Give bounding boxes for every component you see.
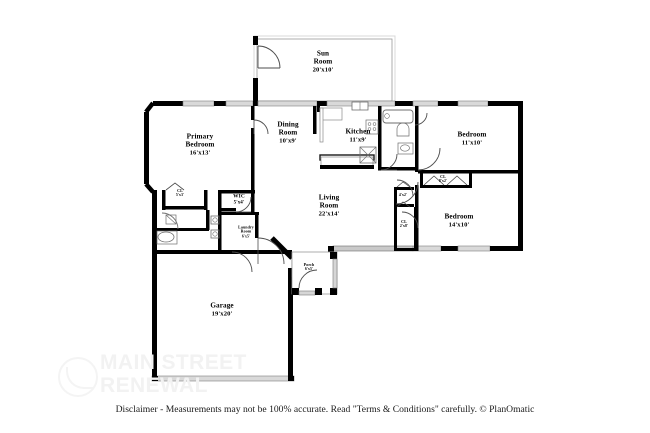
room-name-line2: Room xyxy=(240,228,252,234)
room-label-primary-bedroom: Primary Bedroom 16'x13' xyxy=(185,132,215,157)
room-name-line2: Room xyxy=(313,57,333,66)
room-name: Garage xyxy=(210,301,234,310)
room-dimensions: 11'x9' xyxy=(349,136,367,144)
room-dimensions: 20'x10' xyxy=(312,66,334,74)
room-dimensions: 16'x13' xyxy=(189,149,211,157)
room-dimensions: 2'x8' xyxy=(399,224,409,229)
room-label-laundry-room: Laundry Room 6'x5' xyxy=(238,224,254,239)
room-label-porch: Porch 6'x5' xyxy=(303,261,315,272)
sun-room-structure xyxy=(253,35,396,105)
porch-structure xyxy=(291,251,338,296)
room-label-garage: Garage 19'x20' xyxy=(210,301,234,318)
room-label-bedroom-3: Bedroom 14'x10' xyxy=(444,212,474,229)
door-swings xyxy=(231,112,441,278)
disclaimer-text: Disclaimer - Measurements may not be 100… xyxy=(115,404,535,415)
room-name: Living xyxy=(318,193,340,202)
room-dimensions: 19'x20' xyxy=(211,310,233,318)
room-dimensions: 5'x4' xyxy=(233,200,245,206)
room-name: CL xyxy=(401,218,407,224)
room-dimensions: 4'x2' xyxy=(398,192,408,197)
garage-openings xyxy=(152,336,157,376)
kitchen-fixtures xyxy=(351,101,379,164)
room-label-dining-room: Dining Room 10'x9' xyxy=(277,120,299,145)
room-name: Kitchen xyxy=(345,127,371,136)
room-name: Dining xyxy=(277,120,299,129)
room-label-closet-hall: 4'x2' xyxy=(399,193,407,197)
room-label-sun-room: Sun Room 20'x10' xyxy=(312,49,334,74)
room-dimensions: 6'x5' xyxy=(241,234,251,239)
room-dimensions: 10'x9' xyxy=(279,137,297,145)
room-dimensions: 6'x5' xyxy=(304,267,314,272)
room-label-living-room: Living Room 22'x14' xyxy=(318,193,340,218)
bathroom-fixtures xyxy=(156,109,414,245)
room-label-closet-mid: CL 2'x8' xyxy=(399,218,409,229)
room-dimensions: 5'x3' xyxy=(175,193,185,198)
room-label-kitchen: Kitchen 11'x9' xyxy=(345,127,371,144)
room-name: Primary xyxy=(186,132,214,141)
room-label-closet-left: CL 5'x3' xyxy=(175,187,185,198)
room-name: CL xyxy=(440,173,446,179)
room-label-closet-right: CL 8'x2' xyxy=(438,173,448,184)
room-dimensions: 22'x14' xyxy=(318,210,340,218)
room-name-line2: Room xyxy=(278,128,298,137)
room-dimensions: 14'x10' xyxy=(448,221,470,229)
room-dimensions: 8'x2' xyxy=(438,179,448,184)
room-name: CL xyxy=(177,187,183,193)
room-name-line2: Room xyxy=(319,201,339,210)
exterior-walls xyxy=(144,100,523,382)
room-name-line2: Bedroom xyxy=(185,140,215,149)
room-name: Sun xyxy=(316,49,330,58)
room-name: Bedroom xyxy=(457,130,487,139)
room-name: WIC xyxy=(233,193,245,200)
room-name: Laundry xyxy=(238,224,254,230)
laundry-fixtures xyxy=(210,215,220,239)
room-name: Porch xyxy=(303,261,315,267)
room-label-bedroom-2: Bedroom 11'x10' xyxy=(457,130,487,147)
interior-walls xyxy=(157,106,523,252)
room-name: Bedroom xyxy=(444,212,474,221)
room-label-wic: WIC 5'x4' xyxy=(233,193,245,206)
room-dimensions: 11'x10' xyxy=(461,139,483,147)
